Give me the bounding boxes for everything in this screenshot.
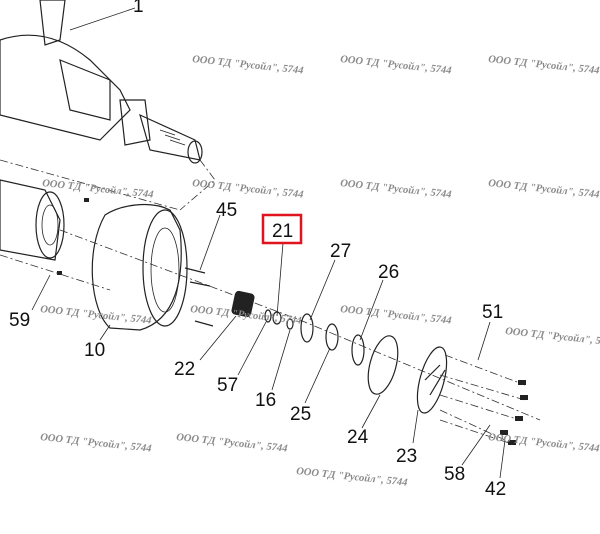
callout-51[interactable]: 51	[482, 302, 503, 323]
callout-labels: 1 45 21 27 26 51 59 10 22 57 16 25 24 23…	[9, 0, 506, 500]
callout-25[interactable]: 25	[290, 404, 311, 425]
watermarks: ООО ТД "Русойл", 5744 ООО ТД "Русойл", 5…	[40, 54, 600, 489]
watermark: ООО ТД "Русойл", 5744	[176, 432, 288, 455]
callout-57[interactable]: 57	[217, 375, 238, 396]
callout-21[interactable]: 21	[272, 221, 293, 242]
leader-lines	[31, 7, 506, 479]
callout-23[interactable]: 23	[396, 446, 417, 467]
watermark: ООО ТД "Русойл", 5744	[340, 54, 452, 77]
callout-26[interactable]: 26	[378, 262, 399, 283]
cover-bolts	[439, 354, 528, 446]
watermark: ООО ТД "Русойл", 5744	[340, 304, 452, 327]
watermark: ООО ТД "Русойл", 5744	[42, 178, 154, 201]
watermark: ООО ТД "Русойл", 5744	[192, 178, 304, 201]
bolts	[184, 267, 214, 327]
callout-27[interactable]: 27	[330, 241, 351, 262]
axle-housing	[0, 0, 216, 211]
highlight-box	[261, 213, 303, 245]
watermark: ООО ТД "Русойл", 5744	[488, 432, 600, 455]
callout-42[interactable]: 42	[485, 479, 506, 500]
watermark: ООО ТД "Русойл", 5744	[505, 326, 600, 349]
callout-10[interactable]: 10	[84, 340, 105, 361]
watermark: ООО ТД "Русойл", 5744	[488, 54, 600, 77]
callout-16[interactable]: 16	[255, 390, 276, 411]
watermark: ООО ТД "Русойл", 5744	[40, 304, 152, 327]
watermark: ООО ТД "Русойл", 5744	[296, 466, 408, 489]
callout-24[interactable]: 24	[347, 427, 369, 448]
watermark: ООО ТД "Русойл", 5744	[192, 54, 304, 77]
watermark: ООО ТД "Русойл", 5744	[40, 432, 152, 455]
callout-1[interactable]: 1	[133, 0, 144, 17]
bearing	[231, 290, 448, 414]
callout-59[interactable]: 59	[9, 310, 30, 331]
brake-assembly	[0, 179, 111, 291]
watermark: ООО ТД "Русойл", 5744	[340, 178, 452, 201]
callout-45[interactable]: 45	[216, 200, 237, 221]
callout-22[interactable]: 22	[174, 359, 195, 380]
callout-58[interactable]: 58	[444, 464, 465, 485]
watermark: ООО ТД "Русойл", 5744	[488, 178, 600, 201]
